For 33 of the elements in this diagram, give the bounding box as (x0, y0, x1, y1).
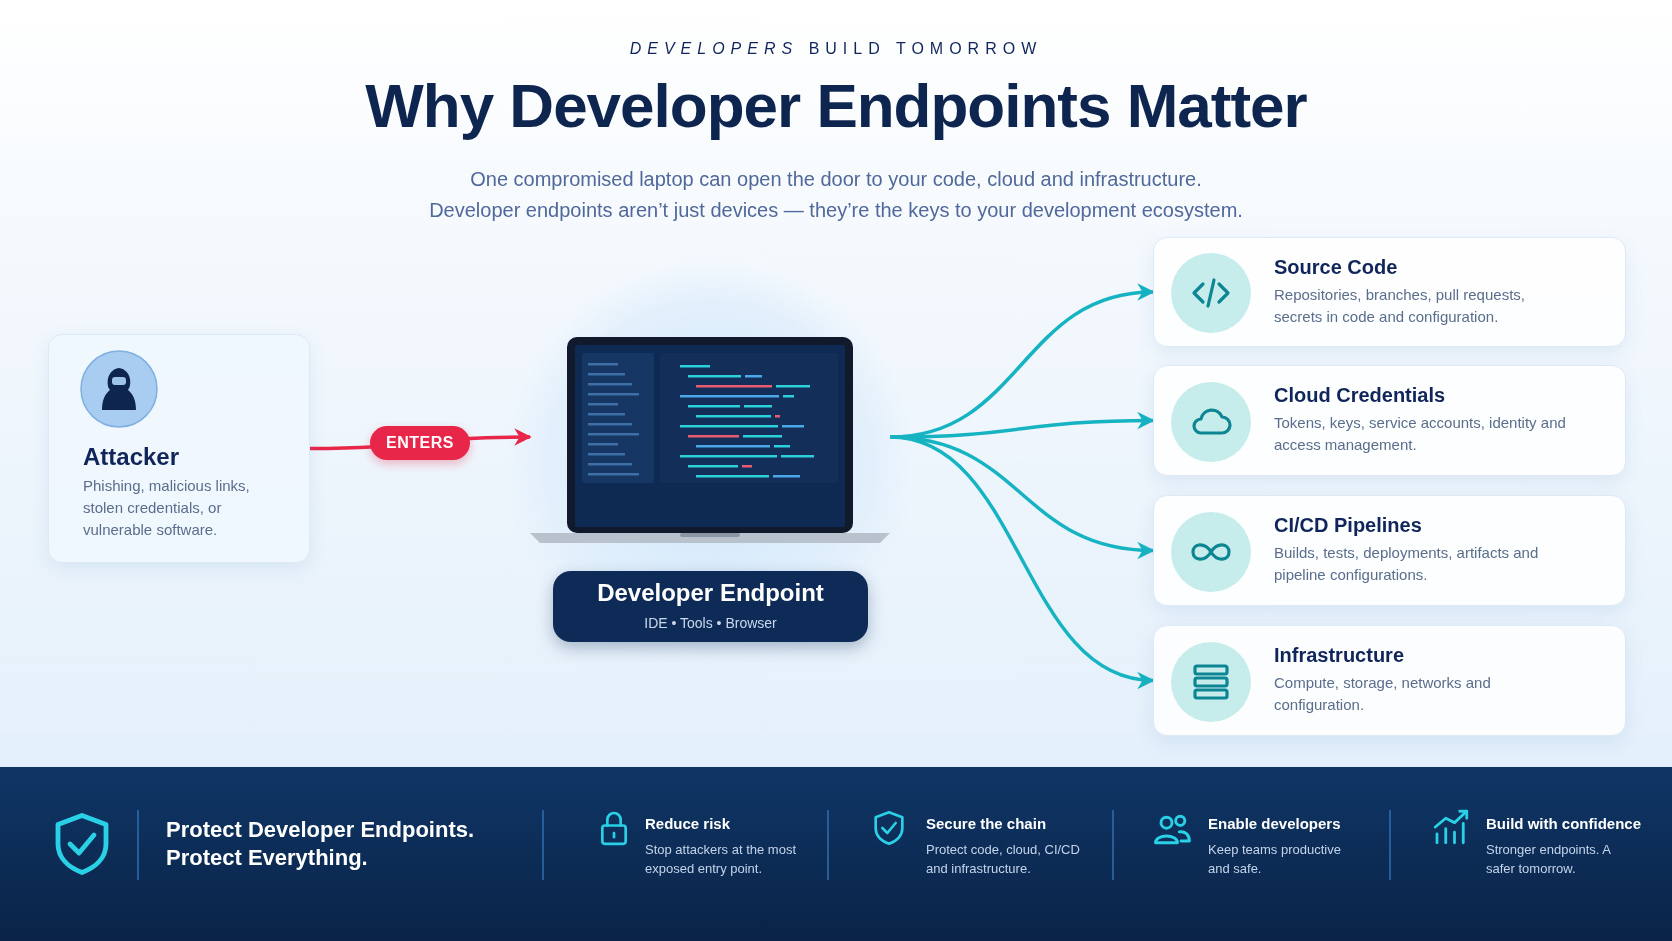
benefit-description: Protect code, cloud, CI/CD and infrastructure. (926, 841, 1081, 878)
info-card (1153, 625, 1626, 736)
card-description: Repositories, branches, pull requests, secrets in code and configuration. (1274, 285, 1526, 327)
label-pill (553, 571, 868, 642)
benefit-title: Enable developers (1208, 815, 1341, 832)
card-description: Builds, tests, deployments, artifacts and pipeline configurations. (1274, 543, 1540, 585)
endpoint-title: Developer Endpoint (596, 579, 825, 607)
tagline: DEVELOPERS BUILD TOMORROW (629, 40, 1043, 57)
card-description: Phishing, malicious links, stolen credentials, or vulnerable software. (83, 476, 251, 540)
info-card (1153, 237, 1626, 347)
benefit-description: Keep teams productive and safe. (1208, 841, 1342, 878)
benefit-description: Stronger endpoints. A safer tomorrow. (1486, 841, 1612, 878)
card-description: Tokens, keys, service accounts, identity and access management. (1274, 413, 1567, 455)
endpoint-subtitle: IDE • Tools • Browser (643, 615, 778, 631)
card-title: Cloud Credentials (1274, 384, 1446, 407)
card-title: Source Code (1274, 256, 1398, 279)
edge-label: ENTERS (370, 425, 470, 460)
footer-slogan: Protect Developer Endpoints. Protect Everything. (166, 816, 476, 872)
laptop-drawing (530, 335, 890, 545)
subtitle: Developer endpoints aren’t just devices — they’re the keys to your development ecosystem. (429, 199, 1243, 221)
subtitle: One compromised laptop can open the door to your code, cloud and infrastructure. (470, 168, 1202, 190)
info-card (1153, 495, 1626, 606)
card-description: Compute, storage, networks and configuration. (1274, 673, 1492, 715)
attacker-card (48, 334, 310, 563)
benefit-title: Secure the chain (926, 815, 1047, 832)
info-card (1153, 365, 1626, 476)
card-title: Infrastructure (1274, 644, 1405, 667)
benefit-title: Build with confidence (1486, 815, 1641, 832)
title: Why Developer Endpoints Matter (365, 71, 1307, 140)
benefit-description: Stop attackers at the most exposed entry point. (645, 841, 798, 878)
card-title: CI/CD Pipelines (1274, 514, 1422, 537)
card-title: Attacker (83, 443, 180, 471)
benefit-title: Reduce risk (645, 815, 731, 832)
